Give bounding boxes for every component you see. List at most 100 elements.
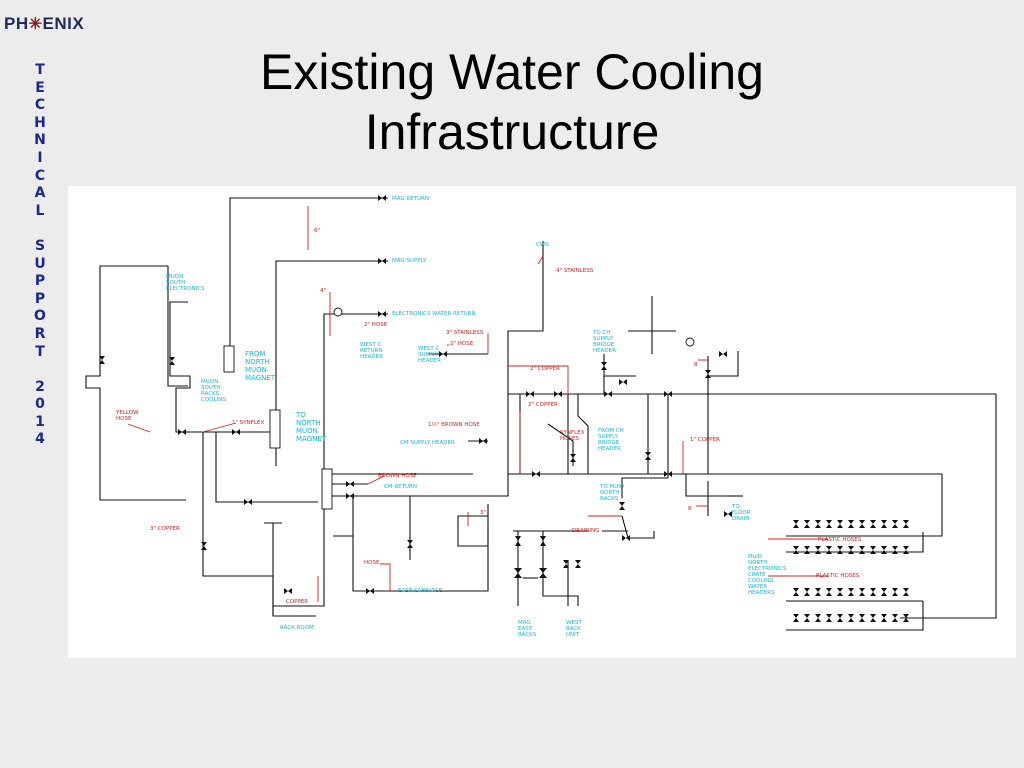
side-letter: U [34,255,46,272]
label-6-inch: 6" [314,228,320,234]
side-letter: R [34,325,46,342]
crate-valve-icon [903,614,909,622]
label-mag-return: MAG RETURN [392,196,429,202]
title-line-2: Infrastructure [364,104,660,160]
side-letter: E [35,79,45,96]
logo-star-icon: ✳ [28,16,43,33]
side-letter: N [34,132,46,149]
crate-valve-icon [815,546,821,554]
crate-valve-icon [859,520,865,528]
crate-valve-icon [793,614,799,622]
label-1-copper: 1" COPPER [690,437,720,443]
crate-valve-icon [826,588,832,596]
crate-valves [793,520,909,622]
label-cm-supply-header: CM SUPPLY HEADER [400,440,455,446]
red-annotation-lines [127,206,828,602]
label-2-copper: 2" COPPER [530,366,560,372]
crate-valve-icon [804,614,810,622]
logo-text-right: ENIX [42,14,85,33]
crate-valve-icon [892,520,898,528]
side-letter: C [34,97,46,114]
crate-valve-icon [793,546,799,554]
crate-valve-icon [804,588,810,596]
slide-title: Existing Water Cooling Infrastructure [150,42,874,162]
to-north-muon-magnet-symbol [269,409,281,449]
label-electronics-water-return: ELECTRONICS WATER RETURN [392,311,476,317]
label-8-b: 8 [688,506,692,512]
crate-valve-icon [881,588,887,596]
crate-valve-icon [892,588,898,596]
crate-valve-icon [826,614,832,622]
side-letter [30,220,50,238]
crate-valve-icon [793,588,799,596]
crate-valve-icon [870,588,876,596]
label-cws: CWS [536,242,549,248]
label-3-stainless: 3" STAINLESS [446,330,484,336]
label-hose: HOSE [364,560,380,566]
label-brown-hose: 1½" BROWN HOSE [428,421,480,428]
label-8-a: 8 [694,362,698,368]
crate-valve-icon [903,588,909,596]
crate-valve-icon [859,546,865,554]
label-2-hose: 2" HOSE [364,322,388,328]
crate-valve-icon [804,546,810,554]
label-2-hose-b: 2" HOSE [450,341,474,347]
crate-valve-icon [837,614,843,622]
crate-valve-icon [881,546,887,554]
crate-valve-icon [826,546,832,554]
pressure-gauge-icon [333,307,343,317]
label-plastic-hoses: PLASTIC HOSES [818,537,862,543]
phenix-logo: PH✳ENIX [4,14,84,34]
side-letter: 0 [35,396,45,413]
crate-valve-icon [859,588,865,596]
side-letter [30,361,50,379]
side-letter: H [34,114,46,131]
crate-valve-icon [815,588,821,596]
side-letter: T [35,62,45,78]
crate-valve-icon [848,546,854,554]
title-line-1: Existing Water Cooling [260,44,764,100]
crate-valve-icon [837,588,843,596]
logo-text-left: PH [4,14,29,33]
crate-valve-icon [848,520,854,528]
label-rack-room: RACK ROOM [280,625,314,631]
crate-valve-icon [815,614,821,622]
side-letter: 1 [35,413,45,430]
crate-valve-icon [881,614,887,622]
piping-diagram: MAG RETURN MAG SUPPLY ELECTRONICS WATER … [68,186,1016,658]
side-letter: I [37,149,43,166]
side-letter: T [35,343,45,360]
label-draining: DRAINING [572,528,599,534]
label-2-copper-b: 2" COPPER [528,402,558,408]
crate-valve-icon [892,546,898,554]
from-north-muon-magnet-symbol [223,345,235,373]
label-brown-hose-b: BROWN HOSE [378,473,417,479]
label-1-synflex: 1" SYNFLEX [232,420,264,426]
label-3-inch: 3" [480,510,486,516]
side-letter: 4 [35,431,45,448]
crate-valve-icon [903,546,909,554]
crate-valve-icon [848,588,854,596]
side-letter: 2 [35,378,45,395]
pipe-lines [85,197,997,631]
crate-valve-icon [837,520,843,528]
side-letter: O [34,308,46,325]
side-letter: A [34,185,46,202]
side-letter: P [34,290,46,307]
side-letter: S [34,237,46,254]
label-cm-return: CM RETURN [384,484,417,490]
valve-group [223,307,695,510]
crate-valve-icon [815,520,821,528]
crate-valve-icon [892,614,898,622]
